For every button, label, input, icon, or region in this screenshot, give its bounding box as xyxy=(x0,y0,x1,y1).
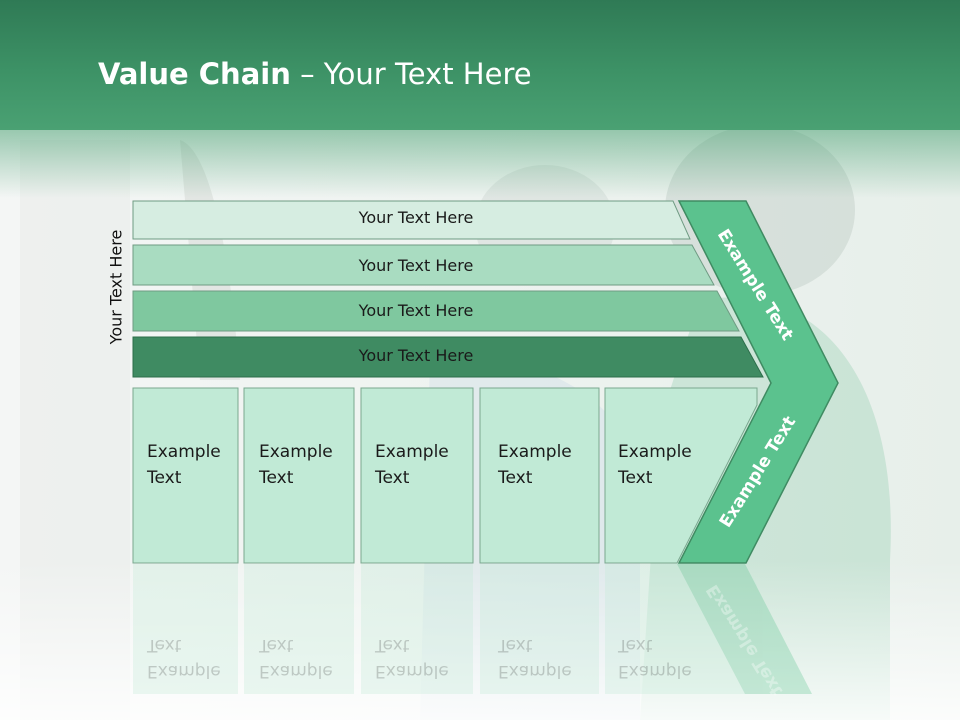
box-3-line1: Example xyxy=(375,442,449,462)
box-5-reflection: Example Text xyxy=(618,632,692,684)
box-4-line1: Example xyxy=(498,442,572,462)
bar-2-label: Your Text Here xyxy=(358,256,474,275)
side-label-text: Your Text Here xyxy=(106,229,126,345)
title-banner-fade xyxy=(0,128,960,198)
bar-3 xyxy=(132,290,740,332)
box-5-reflection-line2: Text xyxy=(618,635,653,655)
box-1-reflection-line2: Text xyxy=(147,635,182,655)
box-4-reflection: Example Text xyxy=(498,632,572,684)
page-title-rest: – Your Text Here xyxy=(290,57,532,91)
box-2-reflection-line2: Text xyxy=(259,635,294,655)
chevron-reflection xyxy=(677,564,812,694)
box-3-line2: Text xyxy=(375,468,410,488)
bar-4-label: Your Text Here xyxy=(358,346,474,365)
chevron-arrow xyxy=(677,200,839,564)
box-3-reflection-line1: Example xyxy=(375,661,449,681)
box-2-line1: Example xyxy=(259,442,333,462)
box-1-line1: Example xyxy=(147,442,221,462)
box-5 xyxy=(604,387,758,564)
box-5-line2: Text xyxy=(618,468,653,488)
box-3-reflection: Example Text xyxy=(375,632,449,684)
box-4-line2: Text xyxy=(498,468,533,488)
bar-2 xyxy=(132,244,715,286)
box-3-reflection-line2: Text xyxy=(375,635,410,655)
box-5-reflection-line1: Example xyxy=(618,661,692,681)
page-title-bold: Value Chain xyxy=(98,57,291,91)
box-4-reflection-line1: Example xyxy=(498,661,572,681)
box-1 xyxy=(132,387,239,564)
page-title: Value Chain – Your Text Here xyxy=(98,54,532,94)
bar-1-label: Your Text Here xyxy=(358,208,474,227)
title-banner xyxy=(0,0,960,130)
box-1-line2: Text xyxy=(147,468,182,488)
box-1-reflection-line1: Example xyxy=(147,661,221,681)
box-5-line1: Example xyxy=(618,442,692,462)
diagram-reflection xyxy=(133,564,812,694)
box-3 xyxy=(360,387,474,564)
bar-3-label: Your Text Here xyxy=(358,301,474,320)
box-2-line2: Text xyxy=(259,468,294,488)
box-2 xyxy=(243,387,355,564)
box-4 xyxy=(479,387,600,564)
box-1-reflection: Example Text xyxy=(147,632,221,684)
box-2-reflection: Example Text xyxy=(259,632,333,684)
bar-4 xyxy=(132,336,764,378)
box-2-reflection-line1: Example xyxy=(259,661,333,681)
box-4-reflection-line2: Text xyxy=(498,635,533,655)
bar-1 xyxy=(132,200,691,240)
